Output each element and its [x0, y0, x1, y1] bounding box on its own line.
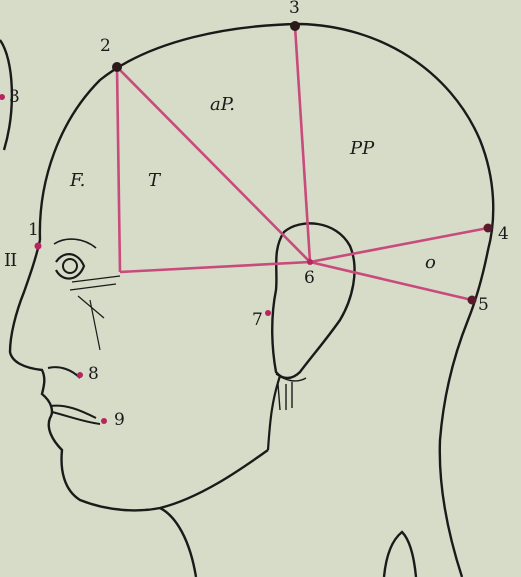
- landmark-label-8: 8: [88, 366, 99, 383]
- point-8: [77, 372, 83, 378]
- landmark-label-6: 6: [304, 270, 315, 287]
- landmark-label-2: 2: [100, 38, 111, 55]
- point-5: [468, 296, 477, 305]
- point-2: [112, 62, 122, 72]
- landmark-label-1: 1: [28, 222, 39, 239]
- point-1: [35, 243, 42, 250]
- point-6: [307, 259, 313, 265]
- landmark-label-7: 7: [252, 312, 263, 329]
- region-label-parietal-posterior: PP: [350, 140, 374, 158]
- region-label-temporal: T: [148, 172, 160, 190]
- landmark-label-9: 9: [114, 412, 125, 429]
- roman-marker: II: [4, 252, 16, 270]
- point-9: [101, 418, 107, 424]
- landmark-label-3: 3: [289, 0, 300, 17]
- point-3: [290, 21, 300, 31]
- region-label-parietal-anterior: aP.: [210, 96, 235, 114]
- edge-label-3: 3: [9, 89, 20, 106]
- landmark-label-4: 4: [498, 226, 509, 243]
- point-7: [265, 310, 271, 316]
- region-label-occipital: o: [425, 254, 436, 272]
- point-4: [484, 224, 493, 233]
- region-label-frontal: F.: [70, 172, 85, 190]
- landmark-label-5: 5: [478, 297, 489, 314]
